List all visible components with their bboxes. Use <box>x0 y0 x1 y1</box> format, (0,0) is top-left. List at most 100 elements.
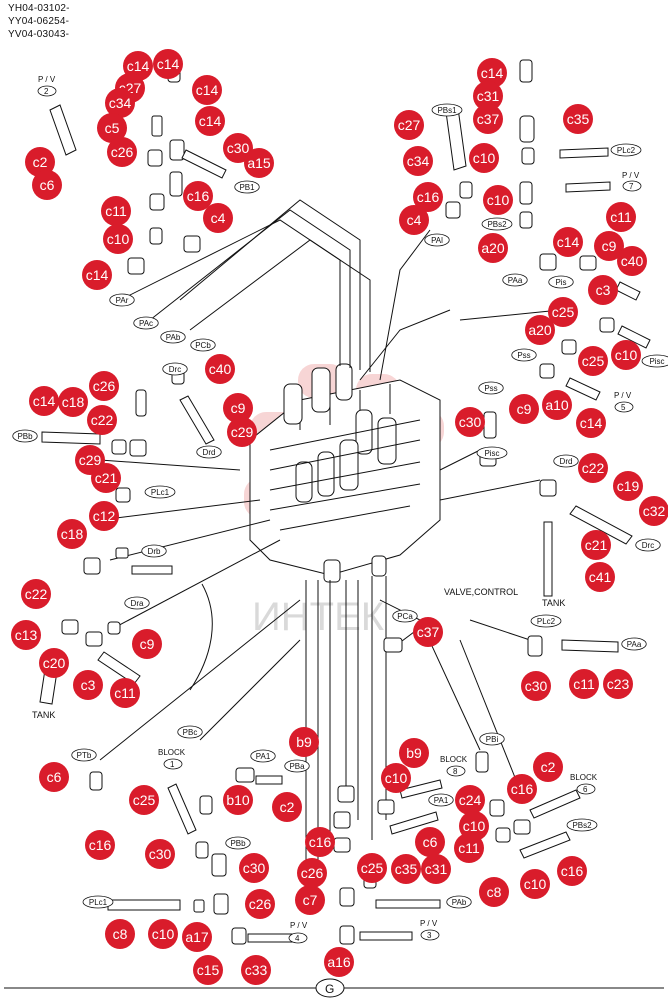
port-tag-pcb: PCb <box>190 338 216 352</box>
port-tag-pbs2: PBs2 <box>566 818 598 832</box>
port-tag-drb: Drb <box>141 544 167 558</box>
callout-c10: c10 <box>520 869 550 899</box>
callout-c14: c14 <box>477 58 507 88</box>
callout-c16: c16 <box>85 830 115 860</box>
callout-c40: c40 <box>617 246 647 276</box>
callout-c23: c23 <box>603 669 633 699</box>
svg-text:PBs2: PBs2 <box>487 220 507 229</box>
port-tag-pbb: PBb <box>12 429 38 443</box>
callout-c20: c20 <box>39 648 69 678</box>
port-tag-pab: PAb <box>160 330 186 344</box>
port-tag-pac: PAc <box>133 316 159 330</box>
callout-c11: c11 <box>101 196 131 226</box>
svg-text:b10: b10 <box>226 792 250 808</box>
svg-text:c2: c2 <box>541 759 556 775</box>
port-tag-drc: Drc <box>635 538 661 552</box>
svg-text:PLc2: PLc2 <box>617 146 636 155</box>
svg-text:P / V: P / V <box>614 391 632 400</box>
svg-text:c22: c22 <box>582 460 605 476</box>
svg-text:b9: b9 <box>406 745 422 761</box>
callout-c2: c2 <box>533 752 563 782</box>
callout-c16: c16 <box>183 181 213 211</box>
pv-label-3: P / V 3 <box>420 919 440 941</box>
port-tag-pbs1: PBs1 <box>431 103 463 117</box>
svg-text:c20: c20 <box>43 655 66 671</box>
port-tag-pca: PCa <box>392 609 418 623</box>
callout-c25: c25 <box>129 785 159 815</box>
svg-text:c14: c14 <box>580 415 603 431</box>
svg-text:PLc1: PLc1 <box>151 488 170 497</box>
port-tag-drd: Drd <box>553 454 579 468</box>
svg-text:PAa: PAa <box>627 640 642 649</box>
callout-c11: c11 <box>110 678 140 708</box>
svg-text:Pisc: Pisc <box>484 449 499 458</box>
pv-label-5: P / V 5 <box>614 391 634 413</box>
svg-text:c30: c30 <box>459 414 482 430</box>
callout-c6: c6 <box>415 827 445 857</box>
svg-text:c4: c4 <box>211 210 226 226</box>
callout-c8: c8 <box>479 877 509 907</box>
svg-text:PTb: PTb <box>77 751 92 760</box>
svg-text:c10: c10 <box>615 347 638 363</box>
callout-c10: c10 <box>469 143 499 173</box>
svg-text:c26: c26 <box>249 896 272 912</box>
svg-text:c14: c14 <box>557 234 580 250</box>
callout-c35: c35 <box>563 104 593 134</box>
svg-text:c14: c14 <box>157 56 180 72</box>
callout-c22: c22 <box>87 405 117 435</box>
callout-c30: c30 <box>223 133 253 163</box>
svg-text:c16: c16 <box>417 189 440 205</box>
svg-text:a17: a17 <box>185 929 209 945</box>
svg-text:c37: c37 <box>417 624 440 640</box>
callout-c24: c24 <box>455 785 485 815</box>
svg-text:c8: c8 <box>113 926 128 942</box>
svg-text:c26: c26 <box>111 144 134 160</box>
svg-text:c30: c30 <box>149 846 172 862</box>
block-label-8: BLOCK 8 <box>440 755 468 777</box>
callout-c30: c30 <box>455 407 485 437</box>
svg-text:c21: c21 <box>95 470 118 486</box>
svg-text:1: 1 <box>170 760 175 769</box>
svg-text:c37: c37 <box>477 111 500 127</box>
callout-c25: c25 <box>548 297 578 327</box>
callout-c37: c37 <box>473 104 503 134</box>
svg-text:c26: c26 <box>93 378 116 394</box>
callout-c26: c26 <box>297 858 327 888</box>
svg-text:a15: a15 <box>247 155 271 171</box>
port-tag-pss: Pss <box>478 381 504 395</box>
svg-text:c14: c14 <box>86 267 109 283</box>
port-tag-plc2: PLc2 <box>610 143 642 157</box>
svg-text:Drb: Drb <box>148 547 161 556</box>
valve-title: VALVE,CONTROL <box>444 587 518 597</box>
svg-text:Pis: Pis <box>555 278 566 287</box>
svg-text:c29: c29 <box>231 424 254 440</box>
svg-text:c11: c11 <box>458 840 480 856</box>
svg-text:c16: c16 <box>309 834 332 850</box>
svg-text:a16: a16 <box>327 954 351 970</box>
port-tag-pisc: Pisc <box>476 446 508 460</box>
callout-c16: c16 <box>557 856 587 886</box>
callout-c12: c12 <box>89 501 119 531</box>
port-tag-pbb: PBb <box>225 836 251 850</box>
callout-c10: c10 <box>483 185 513 215</box>
svg-text:PBb: PBb <box>230 839 246 848</box>
svg-text:PBs2: PBs2 <box>572 821 592 830</box>
callout-c40: c40 <box>205 354 235 384</box>
svg-text:c12: c12 <box>93 508 116 524</box>
callout-c4: c4 <box>203 203 233 233</box>
svg-text:c35: c35 <box>395 861 418 877</box>
tank-label-1: TANK <box>542 598 565 608</box>
callout-c22: c22 <box>578 453 608 483</box>
svg-text:c25: c25 <box>552 304 575 320</box>
block-label-6: BLOCK 6 <box>570 773 598 795</box>
svg-text:PAc: PAc <box>139 319 153 328</box>
callout-c21: c21 <box>91 463 121 493</box>
callout-c10: c10 <box>381 763 411 793</box>
svg-text:c16: c16 <box>511 781 534 797</box>
callout-c32: c32 <box>639 496 668 526</box>
port-tag-par: PAr <box>109 293 135 307</box>
